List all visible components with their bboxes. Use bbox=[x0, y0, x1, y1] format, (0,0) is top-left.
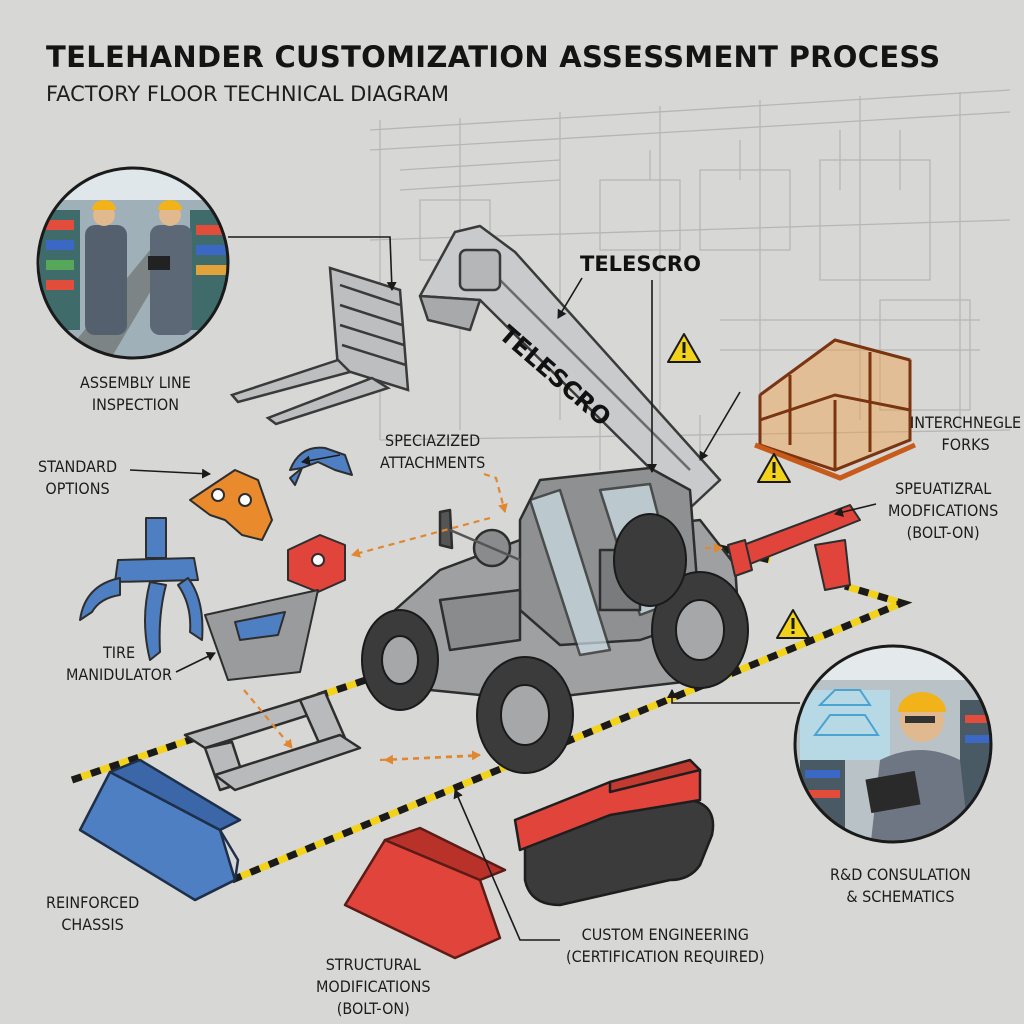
warning-triangle-icon bbox=[776, 609, 810, 639]
inspection-photo bbox=[36, 166, 230, 360]
telehandler-wheels bbox=[361, 513, 749, 774]
label-rnd-consultation: R&D CONSULATION& SCHEMATICS bbox=[830, 865, 971, 906]
tire-manipulator-attachment bbox=[79, 517, 204, 661]
bucket-attachment-small bbox=[204, 589, 319, 681]
attachment-red-mount bbox=[287, 534, 346, 593]
spatial-modification-cylinder bbox=[727, 504, 861, 591]
chassis-frame bbox=[183, 690, 362, 792]
fork-carriage bbox=[229, 266, 410, 426]
attachment-orange-coupler bbox=[189, 469, 273, 541]
diagram-title: TELEHANDER CUSTOMIZATION ASSESSMENT PROC… bbox=[46, 40, 941, 74]
attachment-blue-claw bbox=[289, 446, 353, 486]
engineer-photo bbox=[793, 644, 993, 844]
callout-arrows bbox=[129, 236, 877, 941]
reinforced-chassis-bucket bbox=[78, 758, 242, 902]
factory-background bbox=[369, 89, 1011, 470]
custom-track-undercarriage bbox=[513, 758, 715, 907]
warning-triangle-icon bbox=[667, 333, 701, 363]
diagram-subtitle: FACTORY FLOOR TECHNICAL DIAGRAM bbox=[46, 82, 449, 106]
telescro-label: TELESCRO bbox=[580, 252, 701, 276]
telescopic-boom bbox=[418, 224, 722, 510]
interchangeable-forks-cage bbox=[754, 338, 917, 481]
label-custom-engineering: CUSTOM ENGINEERING(CERTIFICATION REQUIRE… bbox=[566, 925, 765, 966]
structural-modification-bucket bbox=[343, 826, 507, 960]
flow-dashed-arrows bbox=[243, 472, 723, 765]
warning-triangle-icon bbox=[757, 453, 791, 483]
